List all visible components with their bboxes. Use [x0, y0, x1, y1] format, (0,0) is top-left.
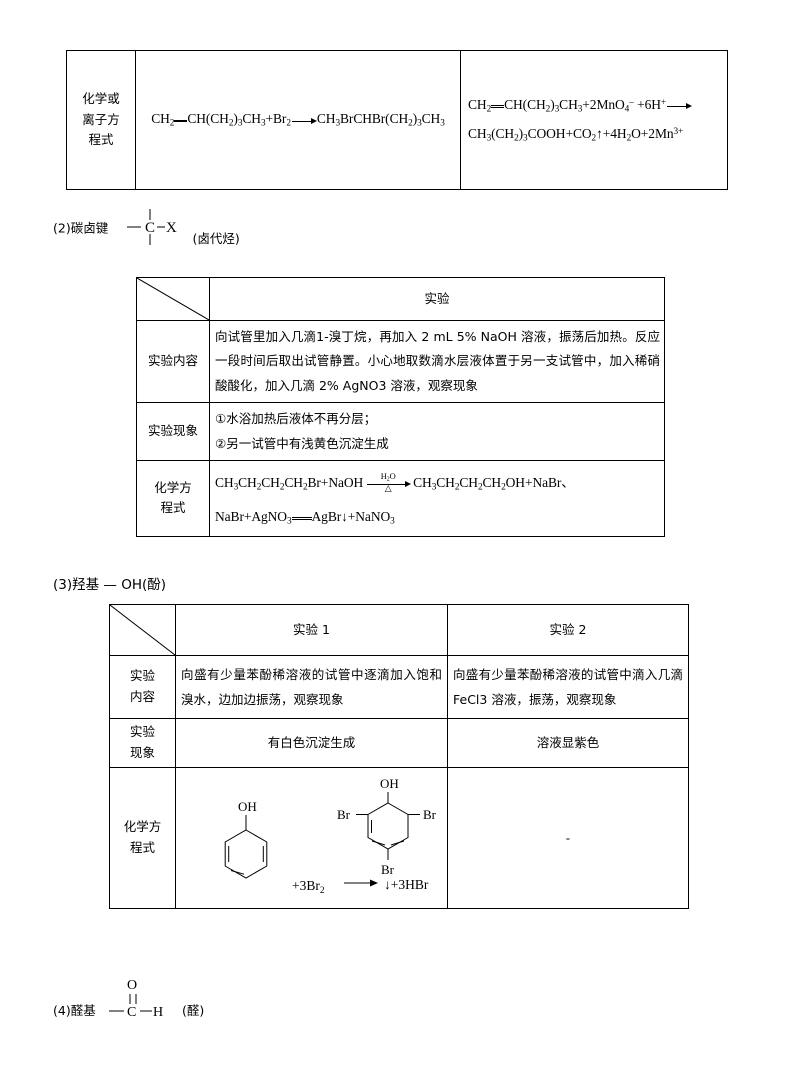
cell-experiment-content: 向试管里加入几滴1-溴丁烷，再加入 2 mL 5% NaOH 溶液，振荡后加热。…: [209, 319, 665, 404]
phenol-bromination-structures-icon: OH +3Br2 OH: [224, 776, 437, 896]
table-row: 化学方 程式 OH: [109, 767, 689, 909]
label-line-2: 现象: [129, 745, 155, 760]
br-right-label: Br: [423, 807, 437, 822]
oxygen-atom-label: O: [127, 978, 137, 993]
section-2-paren-label: (卤代烃): [192, 230, 240, 246]
corner-diagonal-cell: [136, 277, 210, 321]
label-line-2: 内容: [129, 689, 155, 704]
label-line-3: 程式: [88, 132, 114, 148]
reaction-drawing: OH +3Br2 OH: [176, 768, 447, 908]
table-phenol-experiments: 实验 1 实验 2 实验 内容 向盛有少量苯酚稀溶液的试管中逐滴加入饱和溴水，边…: [109, 604, 689, 909]
table-header-row: 实验 1 实验 2: [109, 604, 689, 656]
reaction-condition-arrow: H2O△: [365, 472, 412, 494]
label-line-1: 化学或: [82, 91, 120, 107]
tribromophenol-oh-label: OH: [380, 776, 399, 791]
cell-phenomenon-1: 有白色沉淀生成: [175, 718, 448, 768]
table-row: 实验 内容 向盛有少量苯酚稀溶液的试管中逐滴加入饱和溴水，边加边振荡，观察现象 …: [109, 655, 689, 719]
table-header-row: 实验: [136, 277, 665, 321]
equation-oxidation-line-2: CH3(CH2)3COOH+CO2↑+4H2O+2Mn3+: [468, 125, 684, 143]
header-experiment-1: 实验 1: [175, 604, 448, 656]
row-label-experiment-content: 实验 内容: [109, 655, 176, 719]
label-line-2: 程式: [160, 500, 186, 516]
phenomenon-line-1: ①水浴加热后液体不再分层；: [215, 411, 377, 427]
section-4-label: (4)醛基: [53, 1002, 96, 1018]
section-4-heading: (4)醛基 O C H (醛): [53, 972, 204, 1022]
aldehyde-group-diagram: O C H: [105, 972, 173, 1022]
table-haloalkane-experiment: 实验 实验内容 向试管里加入几滴1-溴丁烷，再加入 2 mL 5% NaOH 溶…: [136, 277, 665, 537]
row-label-chemical-equation: 化学方 程式: [136, 459, 210, 537]
row-label-chemical-equation: 化学方 程式: [109, 767, 176, 909]
diagonal-divider-icon: [110, 605, 175, 655]
reagent-label: +3Br2: [292, 878, 325, 896]
br-bottom-label: Br: [381, 862, 395, 877]
svg-text:X: X: [166, 220, 177, 236]
phenol-oh-label: OH: [238, 799, 257, 814]
section-2-heading: (2)碳卤键 C X (卤代烃): [53, 205, 240, 253]
table-row: 实验 现象 有白色沉淀生成 溶液显紫色: [109, 718, 689, 768]
label-line-1: 实验: [129, 668, 155, 684]
cell-phenomenon-2: 溶液显紫色: [447, 718, 689, 768]
cell-experiment-2-content: 向盛有少量苯酚稀溶液的试管中滴入几滴 FeCl3 溶液，振荡，观察现象: [447, 655, 689, 719]
cell-experiment-2-equation: -: [447, 767, 689, 909]
corner-diagonal-cell: [109, 604, 176, 656]
label-line-2: 程式: [129, 840, 155, 855]
header-experiment: 实验: [209, 277, 665, 321]
row-label-experiment-content: 实验内容: [136, 319, 210, 404]
row-label-chemical-ionic-equation: 化学或 离子方 程式: [66, 50, 136, 190]
table-row: 实验现象 ①水浴加热后液体不再分层； ②另一试管中有浅黄色沉淀生成: [136, 402, 665, 461]
cell-phenol-bromination-reaction: OH +3Br2 OH: [175, 767, 448, 909]
label-line-2: 离子方: [82, 111, 120, 127]
section-2-label: (2)碳卤键: [53, 220, 109, 236]
hydrogen-atom-label: H: [153, 1005, 163, 1018]
cell-experiment-1-content: 向盛有少量苯酚稀溶液的试管中逐滴加入饱和溴水，边加边振荡，观察现象: [175, 655, 448, 719]
cell-experiment-phenomena: ①水浴加热后液体不再分层； ②另一试管中有浅黄色沉淀生成: [209, 402, 665, 461]
carbon-atom-label: C: [127, 1005, 136, 1018]
phenomenon-line-2: ②另一试管中有浅黄色沉淀生成: [215, 435, 389, 451]
cho-structure-icon: O C H: [108, 978, 163, 1020]
label-line-1: 化学方: [154, 479, 192, 495]
condition-below: △: [384, 483, 392, 494]
carbon-halogen-bond-diagram: C X: [118, 205, 182, 253]
row-label-experiment-phenomena: 实验现象: [136, 402, 210, 461]
condition-above: H2O: [380, 471, 396, 483]
table-row: 实验内容 向试管里加入几滴1-溴丁烷，再加入 2 mL 5% NaOH 溶液，振…: [136, 319, 665, 404]
section-3-heading: (3)羟基 — OH(酚): [53, 577, 167, 593]
section-4-paren-label: (醛): [182, 1002, 205, 1018]
label-line-1: 实验: [129, 724, 155, 740]
c-x-structure-icon: C X: [127, 209, 177, 245]
experiment-2-text: 向盛有少量苯酚稀溶液的试管中滴入几滴 FeCl3 溶液，振荡，观察现象: [453, 667, 683, 707]
header-experiment-2: 实验 2: [447, 604, 689, 656]
br-left-label: Br: [337, 807, 351, 822]
experiment-content-text: 向试管里加入几滴1-溴丁烷，再加入 2 mL 5% NaOH 溶液，振荡后加热。…: [215, 329, 660, 393]
row-label-experiment-phenomena: 实验 现象: [109, 718, 176, 768]
experiment-1-text: 向盛有少量苯酚稀溶液的试管中逐滴加入饱和溴水，边加边振荡，观察现象: [181, 667, 442, 707]
label-line-1: 化学方: [123, 819, 162, 835]
diagonal-divider-icon: [137, 278, 209, 320]
byproduct-label: ↓+3HBr: [384, 877, 429, 892]
svg-text:C: C: [145, 220, 155, 236]
